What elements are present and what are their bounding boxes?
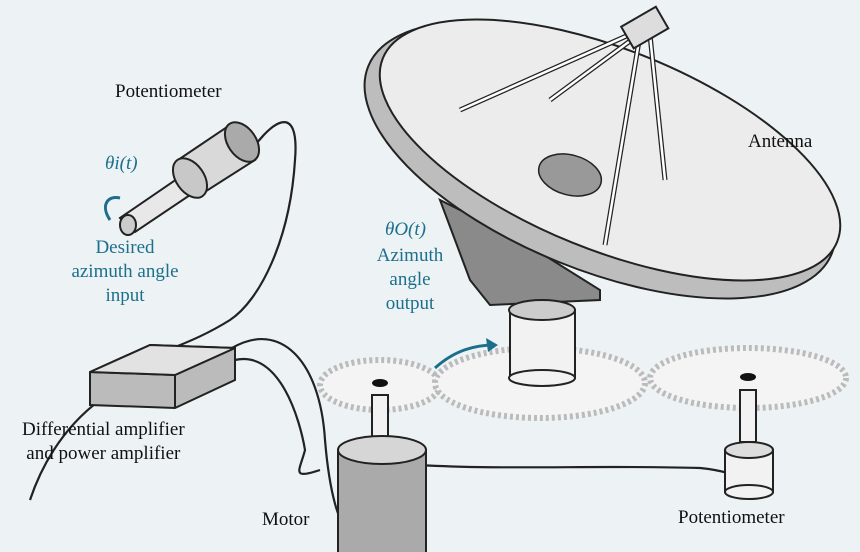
motor: [337, 435, 427, 552]
amplifier-line: and power amplifier: [26, 443, 181, 464]
label-theta-i: θi(t): [105, 153, 138, 174]
label-azimuth-output: Azimuth angle output: [360, 244, 460, 316]
antenna-base: [508, 299, 576, 387]
amplifier-box: [89, 343, 236, 410]
output-line: Azimuth: [376, 245, 444, 266]
amplifier-line: Differential amplifier: [22, 419, 185, 440]
label-antenna: Antenna: [748, 131, 813, 152]
gears: [317, 345, 849, 421]
antenna-dish: [363, 5, 842, 307]
rotation-arrow-icon: [104, 195, 121, 221]
desired-line: input: [105, 285, 145, 306]
output-potentiometer: [724, 441, 774, 500]
label-potentiometer-top: Potentiometer: [115, 81, 222, 102]
label-amplifier: Differential amplifier and power amplifi…: [22, 418, 185, 466]
label-motor: Motor: [262, 509, 310, 530]
label-potentiometer-bottom: Potentiometer: [678, 507, 785, 528]
label-theta-o: θO(t): [385, 219, 426, 240]
output-line: output: [385, 293, 435, 314]
desired-line: Desired: [95, 237, 155, 258]
label-desired-input: Desired azimuth angle input: [40, 236, 210, 308]
input-potentiometer: [118, 121, 261, 236]
desired-line: azimuth angle: [71, 261, 179, 282]
output-line: angle: [389, 269, 431, 290]
